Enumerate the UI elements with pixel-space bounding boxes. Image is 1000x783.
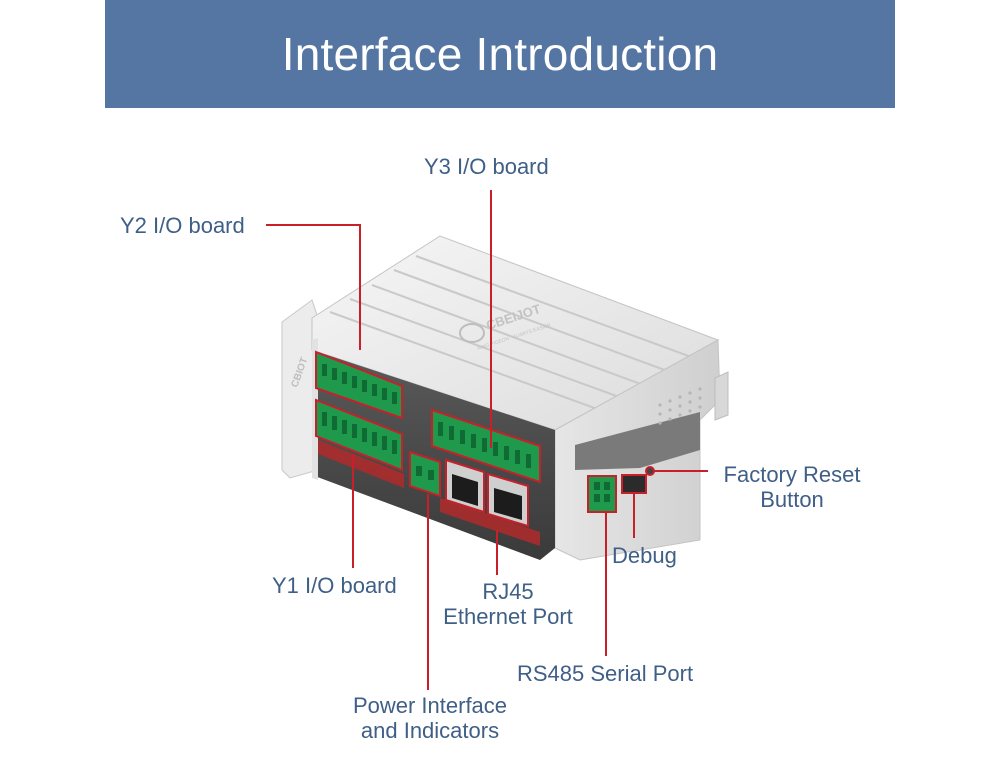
debug-port — [621, 474, 647, 494]
label-rs485-serial-port: RS485 Serial Port — [517, 661, 694, 686]
label-reset-line2: Button — [760, 487, 824, 512]
label-reset-line1: Factory Reset — [723, 462, 861, 487]
label-rj45-line2: Ethernet Port — [443, 604, 573, 629]
y1-terminal-block — [315, 398, 403, 472]
rs485-terminal — [587, 475, 617, 513]
vent-holes — [658, 387, 702, 425]
rj45-ports — [445, 458, 529, 528]
label-factory-reset: Factory Reset Button — [712, 462, 872, 512]
label-power-line1: Power Interface — [352, 693, 508, 718]
bottom-connector-stripes — [318, 440, 540, 546]
label-rj45-ethernet: RJ45 Ethernet Port — [428, 579, 588, 629]
page-title: Interface Introduction — [281, 28, 719, 80]
right-side-panel — [554, 339, 729, 561]
y3-terminal-block — [431, 408, 541, 484]
label-y2-io-board: Y2 I/O board — [120, 213, 245, 238]
top-housing: CBEIJOT KING PIGEON · ALWAYS EASIER — [311, 235, 720, 431]
label-y3-io-board: Y3 I/O board — [424, 154, 549, 179]
power-terminal — [409, 450, 441, 498]
front-panel: CBIOT — [289, 338, 555, 560]
label-y1-io-board: Y1 I/O board — [272, 573, 397, 598]
label-power-interface: Power Interface and Indicators — [335, 693, 525, 743]
label-power-line2: and Indicators — [360, 718, 500, 743]
reset-button — [645, 466, 655, 476]
label-debug: Debug — [612, 543, 677, 568]
y2-terminal-block — [315, 350, 403, 420]
label-rj45-line1: RJ45 — [482, 579, 534, 604]
title-banner: Interface Introduction — [105, 0, 895, 108]
